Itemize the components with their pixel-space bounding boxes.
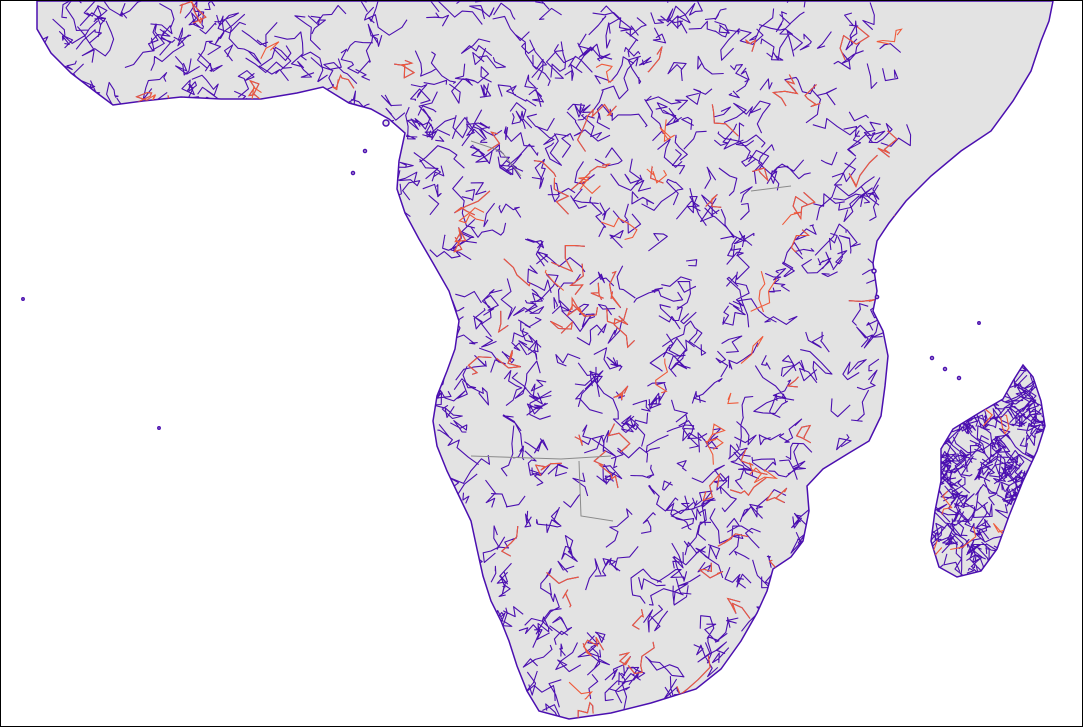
border-line xyxy=(578,460,614,522)
island-comoros-3 xyxy=(956,375,962,381)
island-zanzibar xyxy=(871,268,877,274)
island-sao-tome xyxy=(362,148,368,154)
island-ascension xyxy=(157,426,161,430)
island-comoros-2 xyxy=(942,366,948,372)
island-st-helena xyxy=(21,297,25,301)
border-line xyxy=(750,185,792,192)
island-bioko xyxy=(382,119,390,127)
island-pemba xyxy=(874,294,880,300)
island-seychelles xyxy=(977,321,981,325)
border-line xyxy=(470,455,612,460)
island-comoros-1 xyxy=(929,355,935,361)
islands xyxy=(21,119,981,430)
country-borders xyxy=(470,140,792,522)
island-annobon xyxy=(350,170,356,176)
border-line xyxy=(470,140,522,177)
